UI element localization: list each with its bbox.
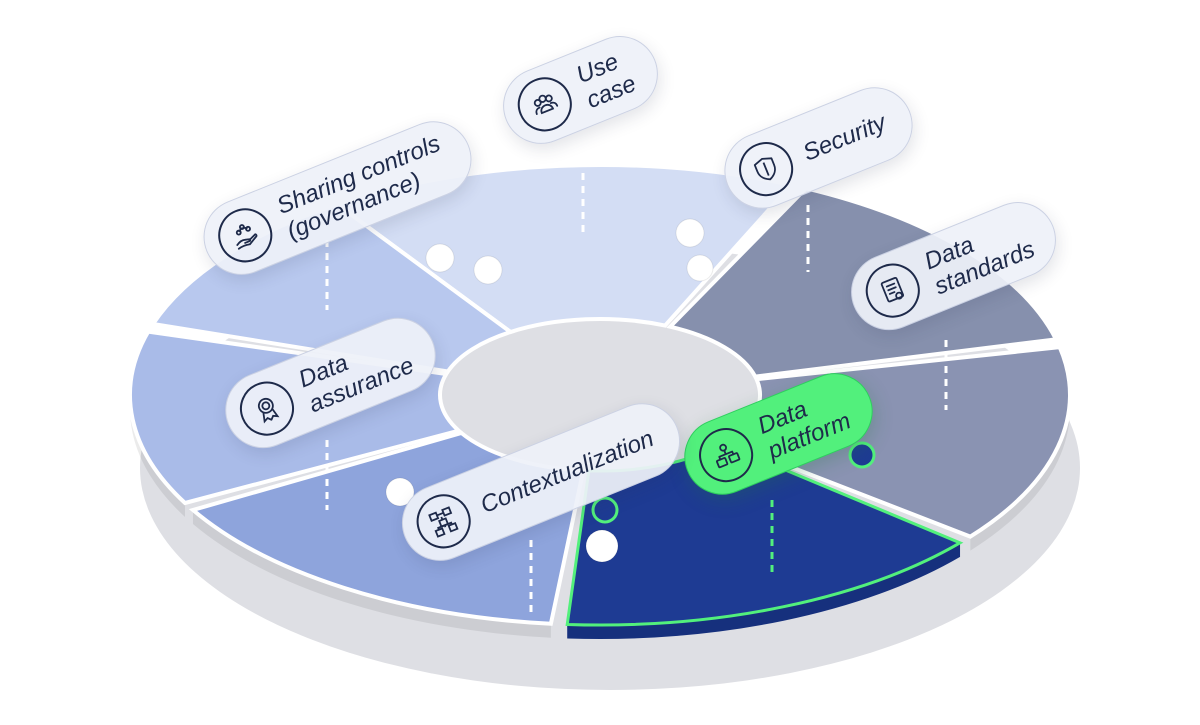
stems-layer — [325, 160, 948, 612]
segment-label-data-platform[interactable]: Data platform — [672, 361, 884, 507]
puzzle-connector — [848, 441, 876, 469]
segment-label-text: Use case — [572, 47, 640, 115]
certificate-document-icon — [857, 255, 928, 326]
people-group-icon — [509, 69, 580, 140]
puzzle-connector — [675, 218, 705, 248]
segment-label-security[interactable]: Security — [712, 75, 924, 221]
segment-label-data-standards[interactable]: Data standards — [839, 190, 1068, 342]
ring-segment-edge — [192, 510, 551, 638]
segment-label-data-assurance[interactable]: Data assurance — [213, 306, 447, 460]
puzzle-connector — [686, 254, 714, 282]
monitors-network-icon — [690, 419, 762, 491]
puzzle-connector — [591, 496, 619, 524]
segment-label-contextualization[interactable]: Contextualization — [390, 391, 692, 573]
ring-segment-data-platform[interactable] — [565, 442, 964, 627]
puzzle-connector — [473, 255, 503, 285]
segment-label-sharing-controls[interactable]: Sharing controls (governance) — [192, 109, 484, 287]
puzzle-connector — [385, 477, 415, 507]
segment-label-use-case[interactable]: Use case — [491, 24, 670, 156]
shield-icon — [730, 133, 802, 205]
ring-segment-edge — [567, 542, 961, 639]
segment-label-text: Security — [799, 108, 890, 167]
hand-share-icon — [210, 200, 281, 271]
puzzle-connector — [585, 529, 619, 563]
puzzle-connector — [425, 243, 455, 273]
award-ribbon-icon — [231, 373, 303, 444]
flowchart-icon — [408, 486, 479, 557]
connectors-layer — [385, 218, 876, 563]
